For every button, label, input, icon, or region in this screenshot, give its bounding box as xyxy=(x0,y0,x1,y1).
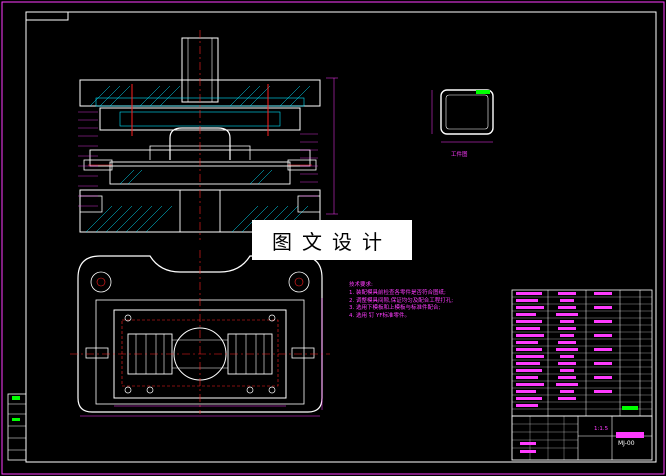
part-view[interactable] xyxy=(431,89,494,143)
parts-list[interactable] xyxy=(511,289,653,417)
front-section-view[interactable] xyxy=(78,30,338,240)
lower-die-outline xyxy=(77,255,323,413)
part-outline xyxy=(440,89,494,135)
technical-notes: 技术要求: 1. 装配模具前检查各零件是否符合图纸; 2. 调整模具间隙,保证均… xyxy=(349,282,453,321)
note-item: 2. 调整模具间隙,保证均匀及配合工程打孔; xyxy=(349,297,454,304)
title-block[interactable] xyxy=(511,415,653,461)
left-binding-strip xyxy=(7,393,27,461)
note-item: 4. 选用 钉 YF标准零件。 xyxy=(349,313,411,320)
top-left-tab xyxy=(25,11,69,21)
watermark-label: 图文设计 xyxy=(252,220,412,260)
note-item: 1. 装配模具前检查各零件是否符合图纸; xyxy=(349,289,446,296)
drawing-number: MJ-00 xyxy=(618,440,635,447)
plan-view[interactable] xyxy=(70,250,330,417)
sheet-inner-border xyxy=(25,11,657,463)
scale-value: 1:1.5 xyxy=(594,426,609,432)
note-item: 3. 选用下模板和上模板与标准件配合; xyxy=(349,305,441,312)
part-caption: 工件图 xyxy=(451,152,468,158)
notes-title: 技术要求: xyxy=(349,282,373,288)
